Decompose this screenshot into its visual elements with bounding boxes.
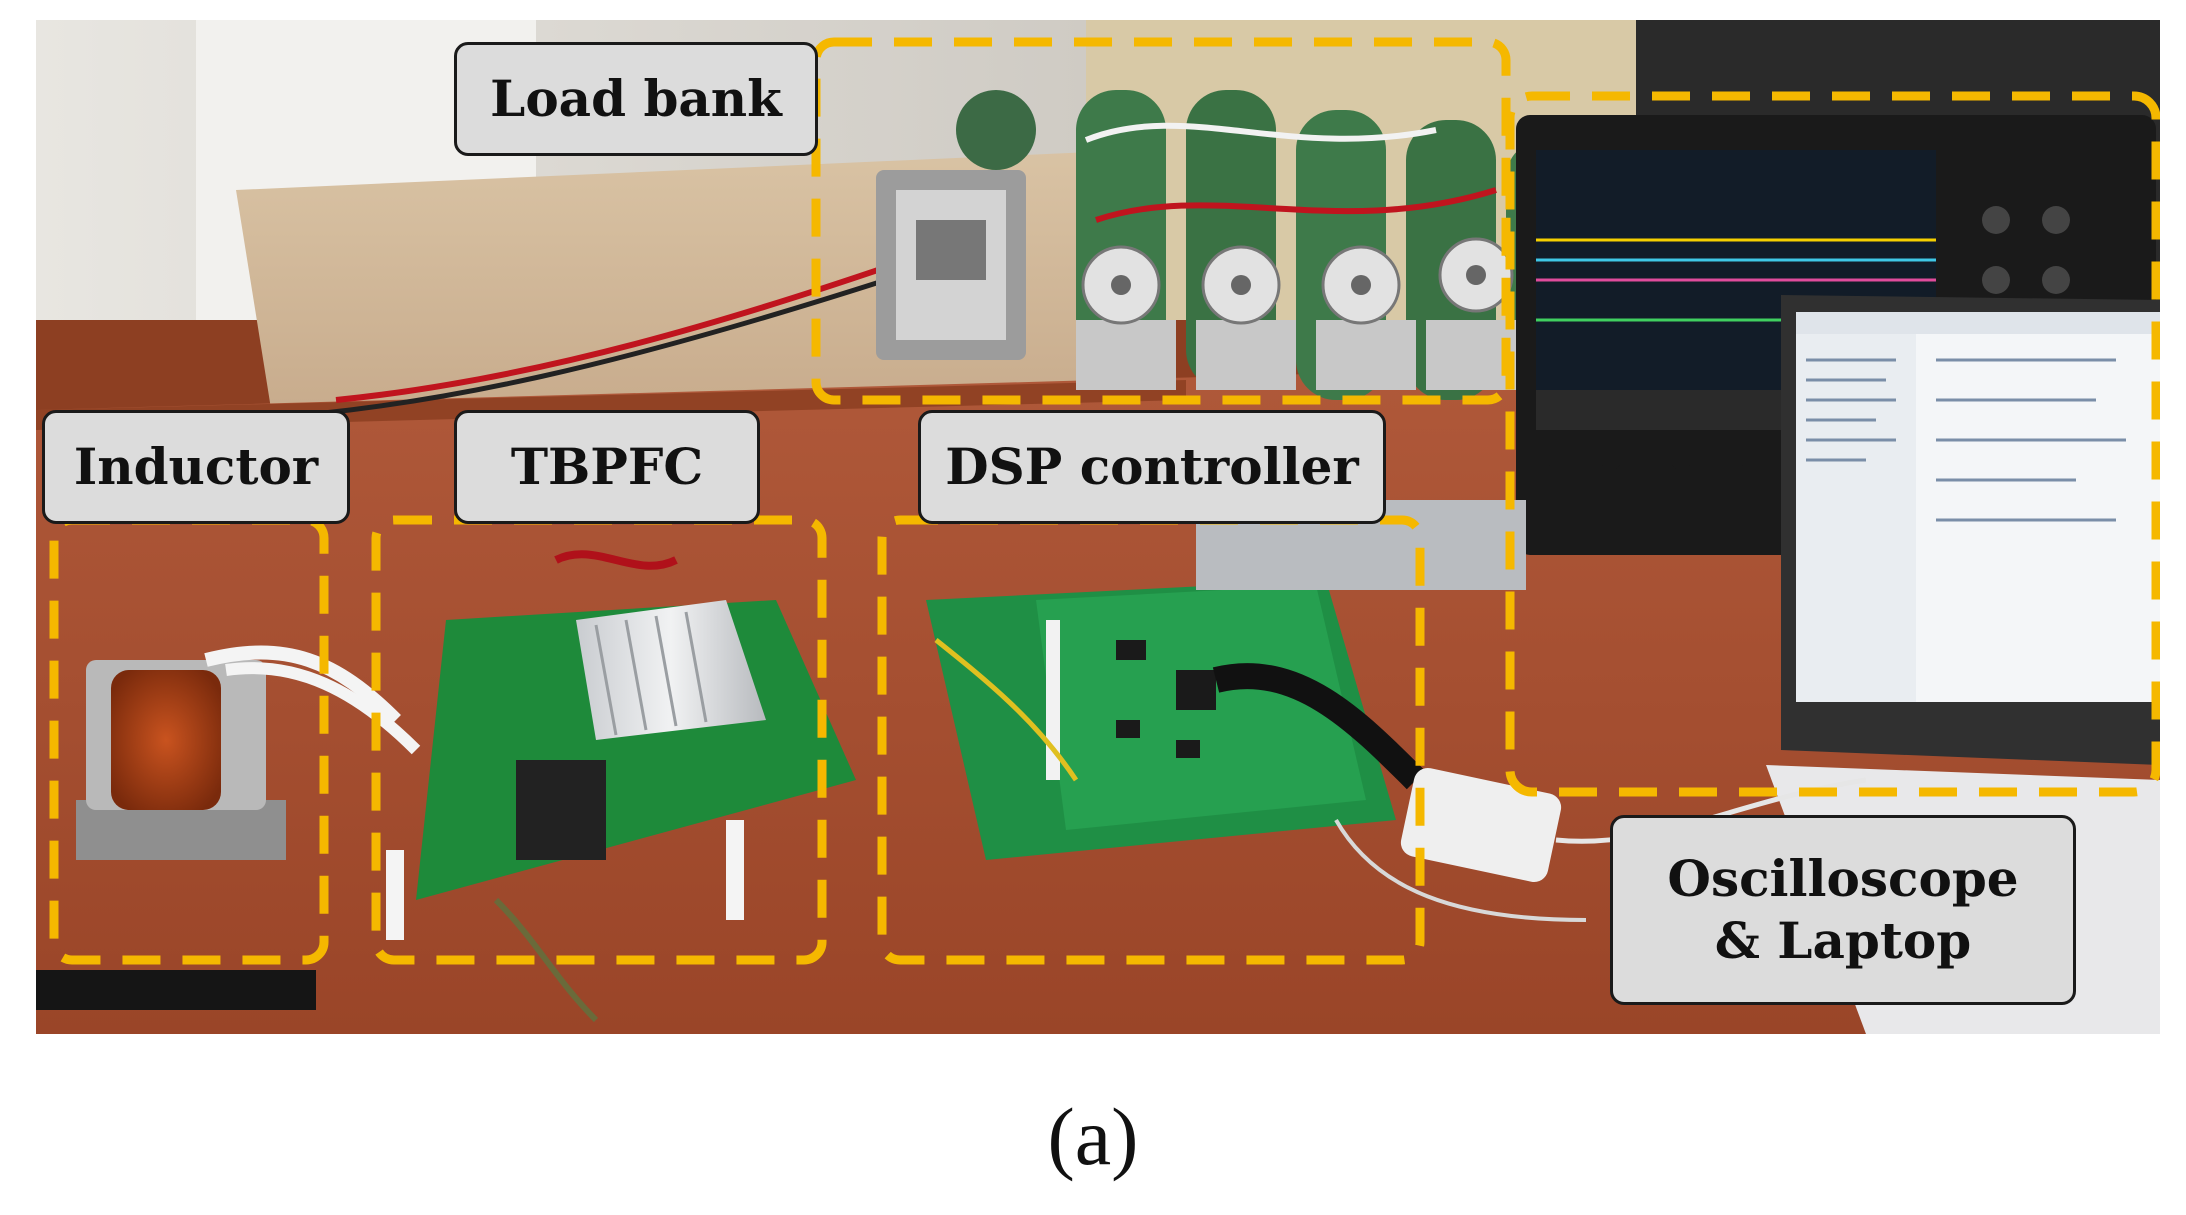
- oscilloscope-laptop-label: Oscilloscope & Laptop: [1610, 815, 2076, 1005]
- tbpfc-board: [386, 550, 856, 940]
- inductor-highlight: [49, 515, 329, 965]
- oscilloscope-laptop-highlight: [1505, 91, 2160, 797]
- load-bank-highlight: [811, 37, 1511, 405]
- inductor-label: Inductor: [42, 410, 350, 524]
- figure-caption: (a): [1047, 1091, 1139, 1182]
- load-bank-label: Load bank: [454, 42, 818, 156]
- dsp-controller-label: DSP controller: [918, 410, 1386, 524]
- debug-probe: [1400, 767, 1562, 883]
- dsp-controller-board: [926, 580, 1426, 860]
- contactor: [876, 90, 1036, 360]
- tbpfc-label: TBPFC: [454, 410, 760, 524]
- inductor-component: [76, 645, 421, 860]
